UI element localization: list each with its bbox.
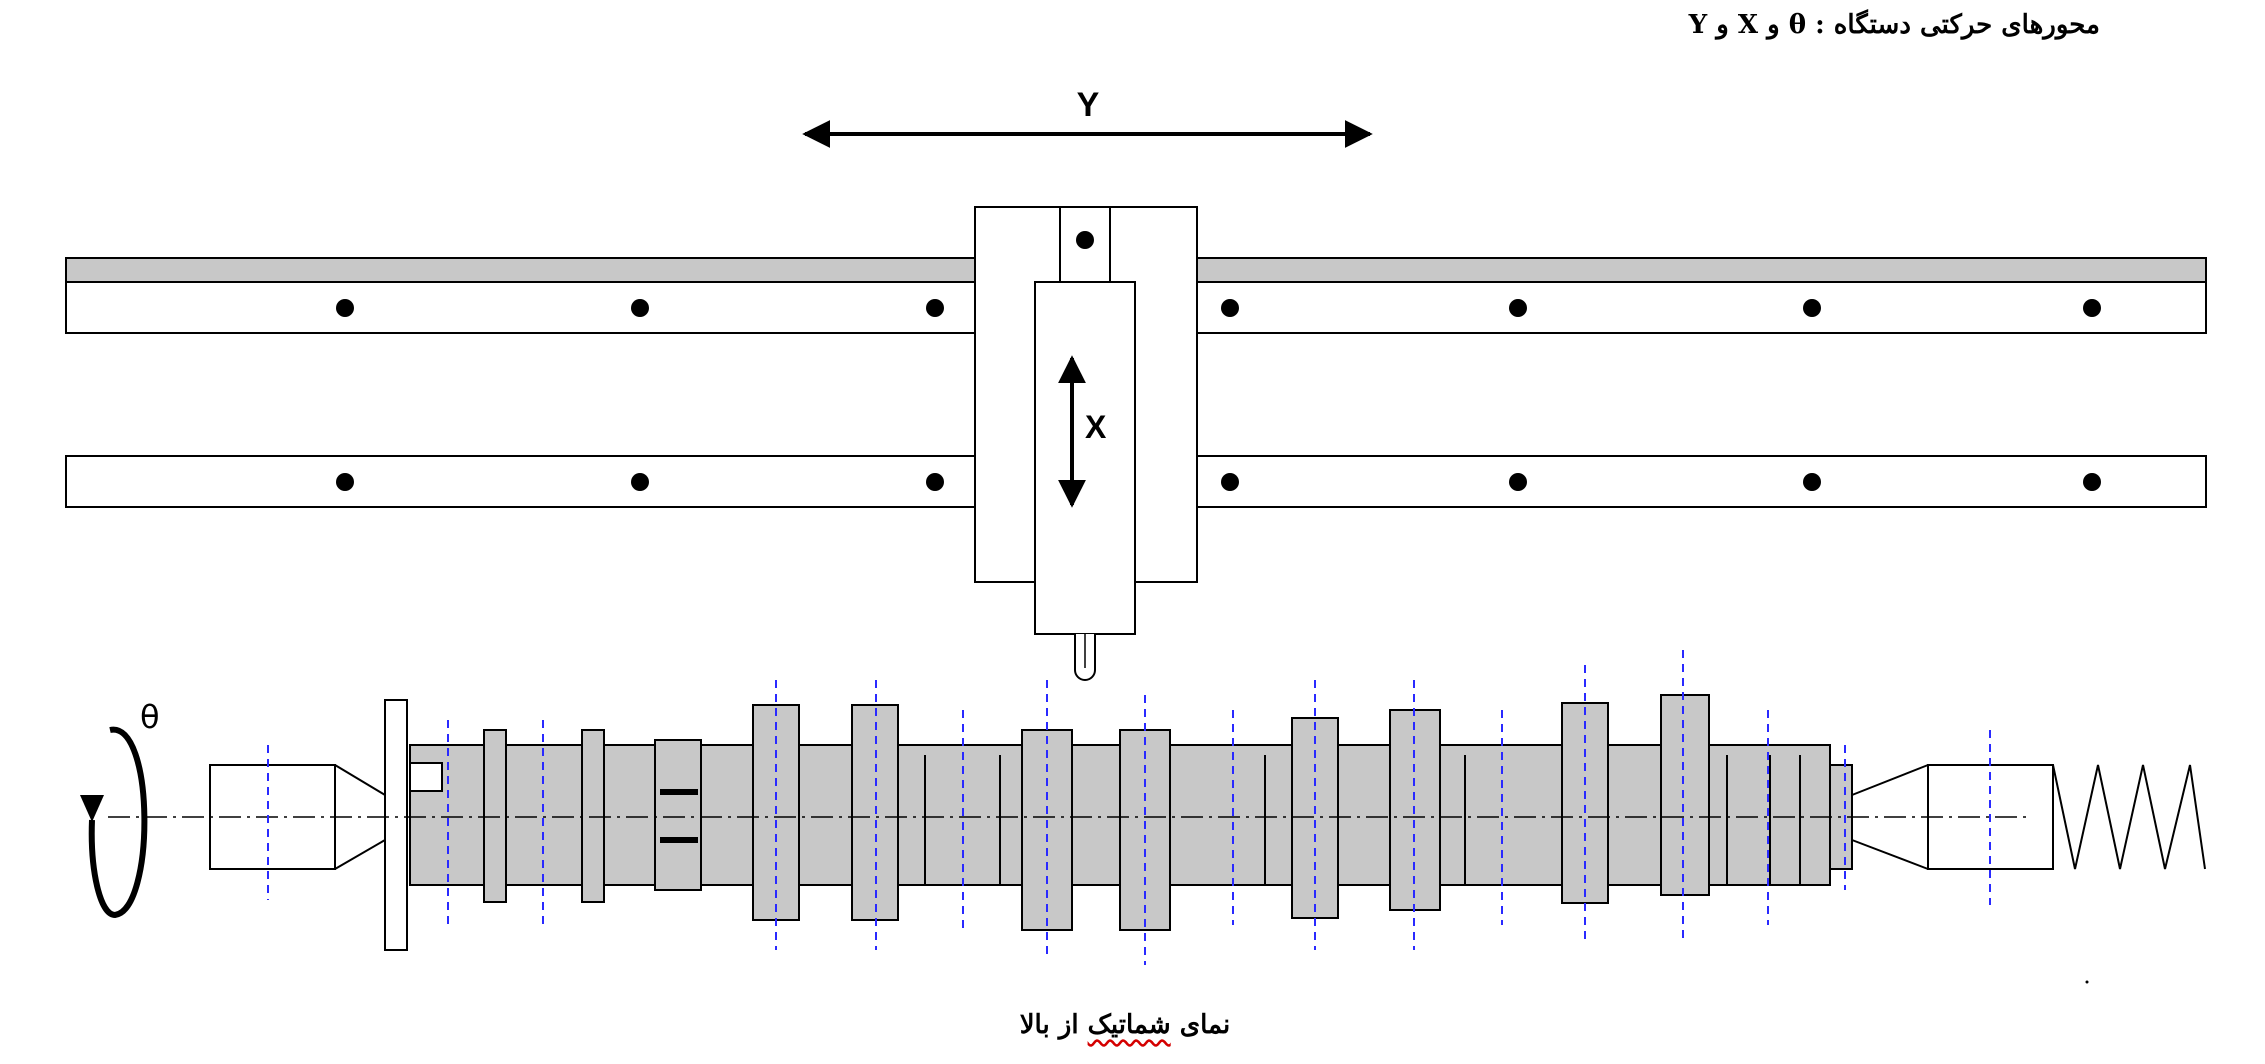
y-axis-label: Y — [1077, 86, 1100, 124]
diagram-caption: نمای شماتیک از بالا — [900, 1010, 1350, 1040]
theta-rotation-icon: θ — [80, 698, 160, 919]
guide-lines — [267, 650, 1991, 965]
spring-icon — [2052, 764, 2206, 870]
x-axis-label: X — [1085, 409, 1107, 445]
x-slide — [1034, 281, 1136, 681]
lower-rail-bolts — [336, 473, 2101, 491]
camshaft — [384, 694, 1853, 951]
theta-label: θ — [140, 698, 160, 736]
caption-underlined-word: شماتیک — [1087, 1010, 1171, 1040]
caption-prefix: نمای — [1170, 1010, 1231, 1040]
page-title: محورهای حرکتی دستگاه : θ و X و Y — [1688, 10, 2100, 40]
caption-suffix: از بالا — [1019, 1010, 1088, 1040]
upper-rail-bolts — [336, 299, 2101, 317]
y-axis-arrow: Y — [802, 86, 1373, 148]
x-axis-arrow: X — [1058, 355, 1107, 508]
